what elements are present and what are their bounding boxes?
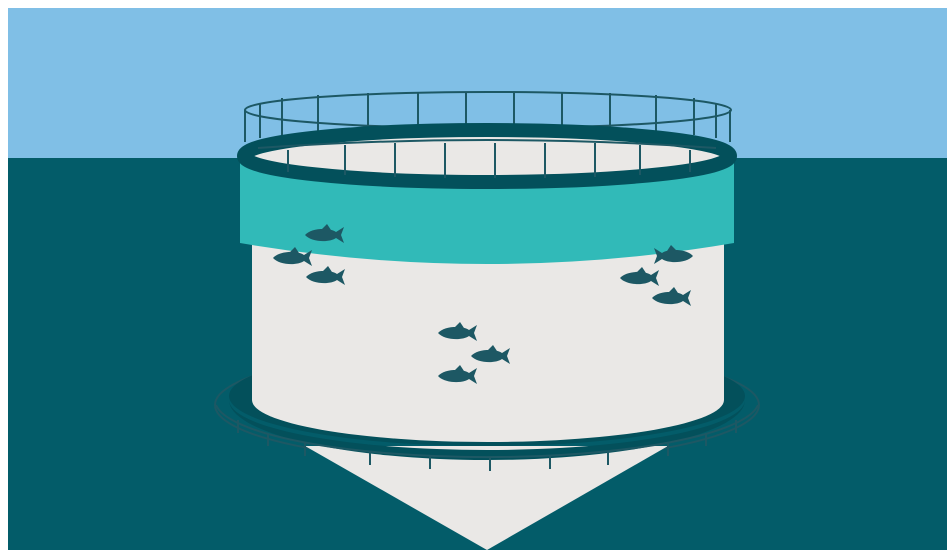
illustration-canvas — [0, 0, 947, 550]
